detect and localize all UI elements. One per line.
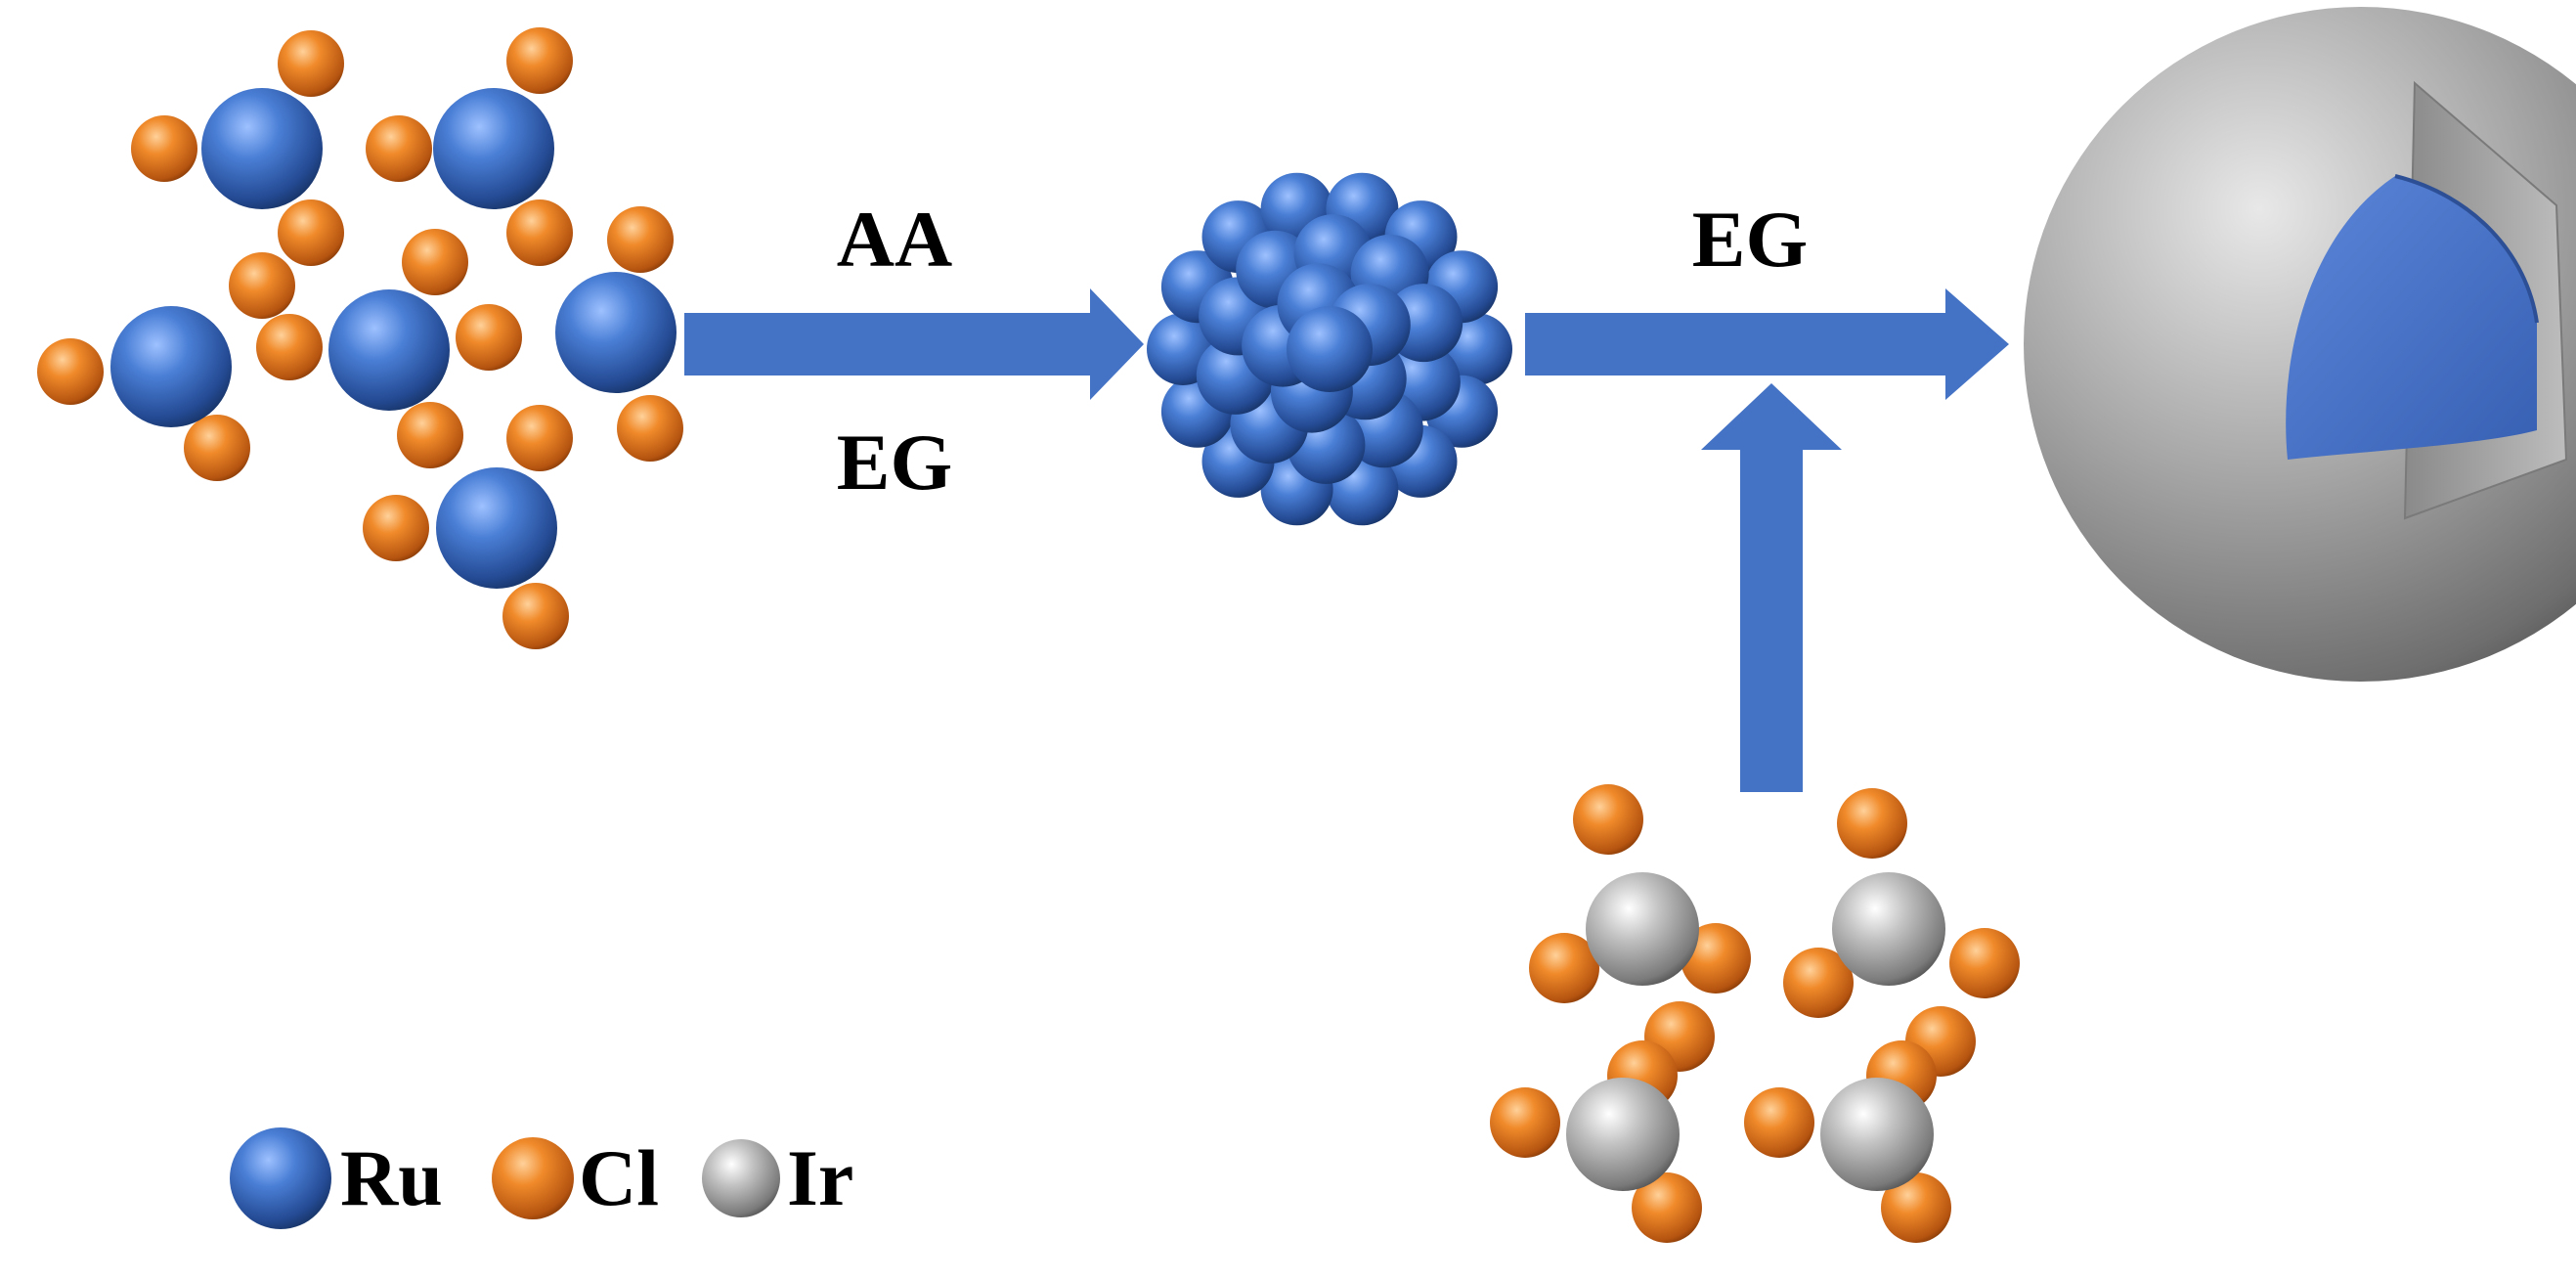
cl-atom <box>1529 933 1599 1003</box>
cl-atom <box>1837 788 1907 859</box>
ru-atom <box>110 306 232 427</box>
ir-atom <box>1820 1078 1934 1191</box>
cl-atom <box>1681 923 1751 994</box>
legend-cl-label: Cl <box>579 1133 659 1222</box>
cl-atom <box>506 27 573 94</box>
legend-ru-label: Ru <box>340 1133 443 1222</box>
arrow-ir-addition <box>1701 383 1842 792</box>
cl-atom <box>256 314 323 380</box>
label-eg-1: EG <box>837 418 952 507</box>
cl-atom <box>1573 784 1643 855</box>
ru-atom <box>328 289 450 411</box>
ru-core <box>2286 176 2537 460</box>
label-aa: AA <box>837 195 952 284</box>
cl-atom <box>402 229 468 295</box>
cl-atom <box>1490 1087 1560 1158</box>
cl-atom <box>278 30 344 97</box>
ru-atom <box>201 88 323 209</box>
cl-atom <box>1744 1087 1814 1158</box>
cl-atom <box>607 206 674 273</box>
ir-atom <box>1586 872 1699 986</box>
cl-atom <box>363 495 429 561</box>
legend-ru-swatch <box>230 1127 331 1229</box>
cl-atom <box>506 199 573 266</box>
cl-atom <box>617 395 683 462</box>
cl-atom <box>37 338 104 405</box>
cl-atom <box>502 583 569 649</box>
arrow-shell-growth <box>1525 288 2009 400</box>
ru-atom <box>436 467 557 589</box>
ir-chloride-precursor <box>1490 784 2020 1243</box>
cl-atom <box>131 115 197 182</box>
legend-cl-swatch <box>492 1137 574 1219</box>
cl-atom <box>278 199 344 266</box>
ir-atom <box>1566 1078 1680 1191</box>
ru-atom <box>433 88 554 209</box>
cl-atom <box>506 405 573 471</box>
ir-atom <box>1832 872 1945 986</box>
legend: Ru Cl Ir <box>230 1127 853 1229</box>
core-shell-particle <box>2024 7 2576 682</box>
ru-chloride-precursor <box>37 27 683 649</box>
cl-atom <box>229 252 295 319</box>
legend-ir-swatch <box>702 1139 780 1217</box>
cl-atom <box>366 115 432 182</box>
cl-atom <box>397 402 463 468</box>
arrow-reduction <box>684 288 1144 400</box>
ru-cluster-atom <box>1287 306 1373 392</box>
cl-atom <box>184 415 250 481</box>
cl-atom <box>1632 1172 1702 1243</box>
cl-atom <box>1949 928 2020 998</box>
ru-atom <box>555 272 677 393</box>
legend-ir-label: Ir <box>787 1133 853 1222</box>
cl-atom <box>1881 1172 1951 1243</box>
label-eg-2: EG <box>1692 195 1808 284</box>
cl-atom <box>456 304 522 371</box>
ru-nanoparticle-cluster <box>1147 172 1512 526</box>
cl-atom <box>1783 948 1854 1018</box>
